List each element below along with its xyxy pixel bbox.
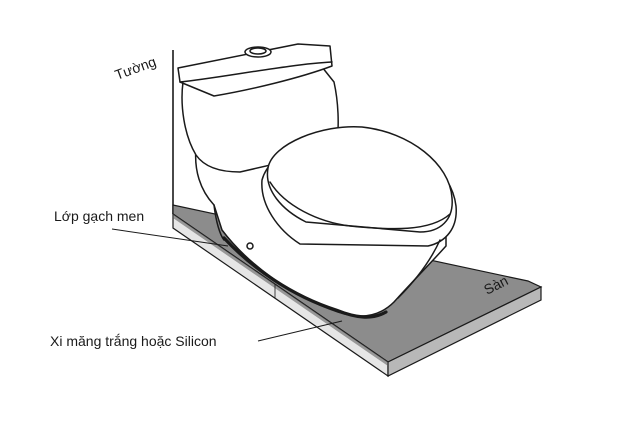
sealant-label: Xi măng trắng hoặc Silicon — [50, 333, 217, 349]
flush-button-inner — [249, 47, 267, 55]
tile-layer-strip — [173, 214, 388, 366]
toilet-seat-lid — [266, 125, 453, 233]
sealant-line — [222, 236, 388, 319]
sealant-leader — [257, 320, 343, 342]
wall-label: Tường — [113, 53, 159, 83]
toilet-tank-lid — [177, 43, 333, 97]
tile-layer-label: Lớp gạch men — [54, 208, 144, 224]
tile-layer-leader — [111, 228, 229, 247]
toilet — [177, 43, 457, 317]
floor-side-face — [387, 286, 542, 377]
tank-lid-front-edge — [179, 61, 333, 83]
toilet-bowl-body — [397, 239, 441, 299]
seat-lid-edge — [269, 181, 451, 230]
bolt-cap-icon — [246, 242, 254, 250]
